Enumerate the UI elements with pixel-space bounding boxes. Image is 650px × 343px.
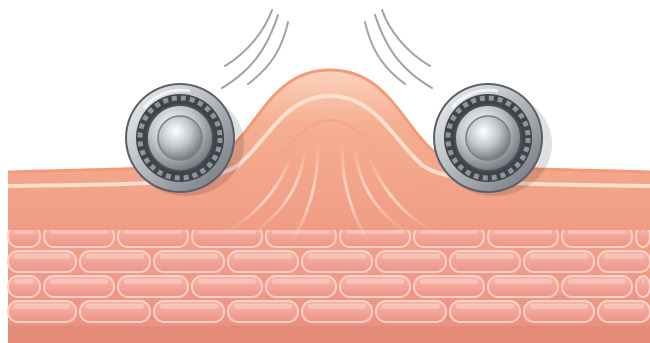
skin-cell-highlight <box>50 279 108 284</box>
skin-cell-highlight <box>86 254 144 259</box>
skin-cell-highlight <box>308 254 366 259</box>
skin-cell-highlight <box>420 279 478 284</box>
skin-cell-highlight <box>456 304 514 309</box>
left-roller <box>126 84 244 196</box>
skin-cell-highlight <box>198 279 256 284</box>
skin-cell-highlight <box>642 279 644 284</box>
skin-cell-highlight <box>604 254 644 259</box>
skin-cell-highlight <box>568 279 626 284</box>
skin-cell-highlight <box>456 254 514 259</box>
skin-cell-highlight <box>382 304 440 309</box>
skin-cell-highlight <box>530 254 588 259</box>
skin-cell-highlight <box>160 304 218 309</box>
skin-cell-highlight <box>530 304 588 309</box>
skin-cell-highlight <box>86 304 144 309</box>
skin-cell-highlight <box>604 304 644 309</box>
skin-cell-highlight <box>14 304 70 309</box>
skin-base-line <box>8 326 650 343</box>
right-roller <box>434 84 552 196</box>
skin-cell-highlight <box>346 279 404 284</box>
skin-cell-highlight <box>160 254 218 259</box>
skin-cell-highlight <box>14 254 70 259</box>
skin-cell-highlight <box>124 279 182 284</box>
skin-cell-highlight <box>14 279 34 284</box>
skin-cell-highlight <box>272 279 330 284</box>
skin-cell-highlight <box>234 254 292 259</box>
skin-cell-highlight <box>382 254 440 259</box>
skin-surface <box>8 70 650 230</box>
skin-cell-highlight <box>494 279 552 284</box>
skin-cell-highlight <box>308 304 366 309</box>
skin-cell-highlight <box>234 304 292 309</box>
